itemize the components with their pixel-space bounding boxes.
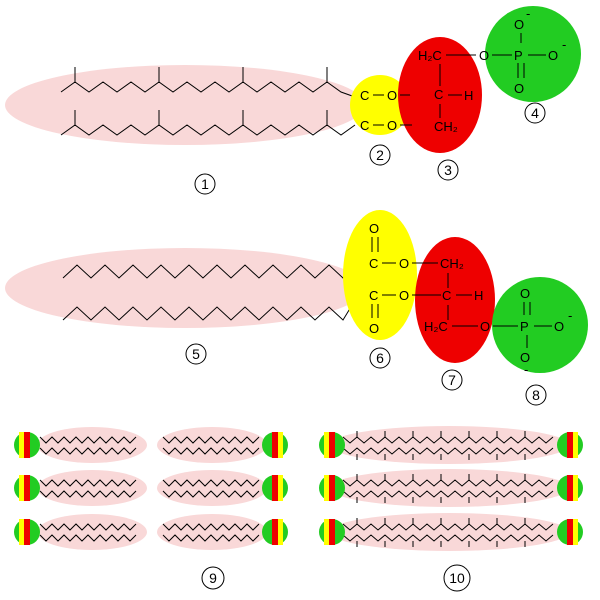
lipid-head-icon xyxy=(557,475,583,501)
lipid-bilayer-panel xyxy=(14,427,288,550)
oxygen-atom: O xyxy=(520,350,530,365)
label-3: 3 xyxy=(444,162,452,178)
lipid-head-icon xyxy=(557,432,583,458)
label-9: 9 xyxy=(209,570,217,586)
oxygen-atom: O xyxy=(399,288,409,303)
lipid-head-icon xyxy=(319,432,345,458)
negative-charge: - xyxy=(524,362,528,377)
negative-charge: - xyxy=(568,308,572,323)
oxygen-atom: O xyxy=(554,319,564,334)
ch2-group: CH₂ xyxy=(440,256,464,271)
fatty-acid-tail-region xyxy=(5,248,365,328)
ester-linkage-region xyxy=(343,210,417,340)
oxygen-atom: O xyxy=(548,48,558,63)
label-6: 6 xyxy=(376,350,384,366)
carbon-atom: C xyxy=(434,87,443,102)
glycerol-backbone-region xyxy=(398,37,482,153)
negative-charge: - xyxy=(562,37,566,52)
carbon-atom: C xyxy=(360,88,369,103)
oxygen-atom: O xyxy=(514,81,524,96)
hydrogen-atom: H xyxy=(474,288,483,303)
lipid-head-icon xyxy=(557,519,583,545)
lipid-head-icon xyxy=(319,475,345,501)
h2c-group: H₂C xyxy=(418,48,442,63)
ch2-group: CH₂ xyxy=(434,119,458,134)
label-5: 5 xyxy=(192,346,200,362)
oxygen-atom: O xyxy=(480,319,490,334)
oxygen-atom: O xyxy=(479,48,489,63)
lipid-monolayer-panel xyxy=(319,426,583,551)
carbon-atom: C xyxy=(442,288,451,303)
lipid-head-icon xyxy=(262,475,288,501)
lipid-head-icon xyxy=(262,519,288,545)
negative-charge: - xyxy=(526,6,530,21)
lipid-head-icon xyxy=(14,432,40,458)
label-10: 10 xyxy=(449,570,465,586)
oxygen-atom: O xyxy=(387,88,397,103)
isoprenoid-chain-lower xyxy=(60,124,356,136)
lipid-head-icon xyxy=(14,475,40,501)
label-8: 8 xyxy=(532,387,540,403)
oxygen-atom: O xyxy=(369,321,379,336)
label-1: 1 xyxy=(201,176,209,192)
hydrogen-atom: H xyxy=(464,88,473,103)
label-7: 7 xyxy=(448,372,456,388)
phosphate-group-region xyxy=(492,277,588,373)
phosphate-group-region xyxy=(485,6,581,102)
fatty-acid-chain-lower xyxy=(62,296,358,321)
carbon-atom: C xyxy=(369,256,378,271)
glycerol-backbone-region xyxy=(415,237,495,363)
oxygen-atom: O xyxy=(514,17,524,32)
oxygen-atom: O xyxy=(387,118,397,133)
lipid-head-icon xyxy=(14,519,40,545)
phosphorus-atom: P xyxy=(520,319,529,334)
label-2: 2 xyxy=(376,147,384,163)
h2c-group: H₂C xyxy=(424,319,448,334)
isoprenoid-chain-upper xyxy=(60,81,356,98)
oxygen-atom: O xyxy=(369,221,379,236)
phosphorus-atom: P xyxy=(514,48,523,63)
oxygen-atom: O xyxy=(399,256,409,271)
lipid-head-icon xyxy=(262,432,288,458)
carbon-atom: C xyxy=(369,288,378,303)
ether-linkage-region xyxy=(350,75,410,135)
oxygen-atom: O xyxy=(520,286,530,301)
fatty-acid-chain-upper xyxy=(62,264,358,279)
lipid-head-icon xyxy=(319,519,345,545)
carbon-atom: C xyxy=(360,118,369,133)
label-4: 4 xyxy=(531,105,539,121)
